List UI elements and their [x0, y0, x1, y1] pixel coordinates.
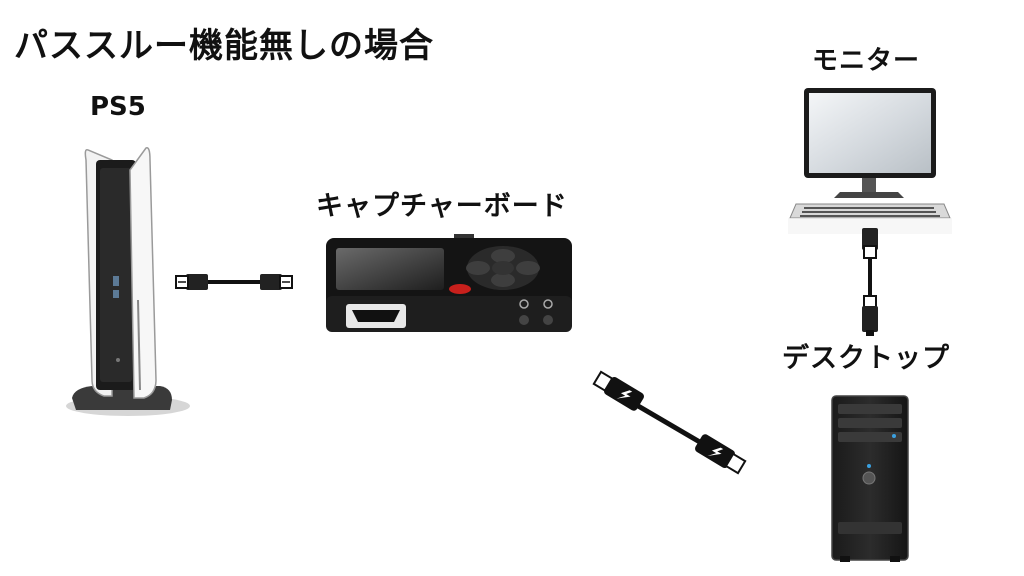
capture-board-label: キャプチャーボード: [316, 191, 568, 222]
ps5-label: PS5: [90, 92, 146, 122]
hdmi-cable-icon: [175, 274, 293, 290]
capture-board-icon: [326, 234, 572, 332]
desktop-label: デスクトップ: [782, 343, 950, 374]
ps5-console-icon: [66, 147, 190, 416]
desktop-tower-icon: [831, 395, 909, 562]
usb-cable-icon: [592, 370, 747, 475]
monitor-label: モニター: [812, 46, 921, 76]
monitor-icon: [788, 88, 952, 234]
hdmi-cable-icon: [862, 228, 878, 336]
diagram-title: パススルー機能無しの場合: [14, 26, 434, 66]
